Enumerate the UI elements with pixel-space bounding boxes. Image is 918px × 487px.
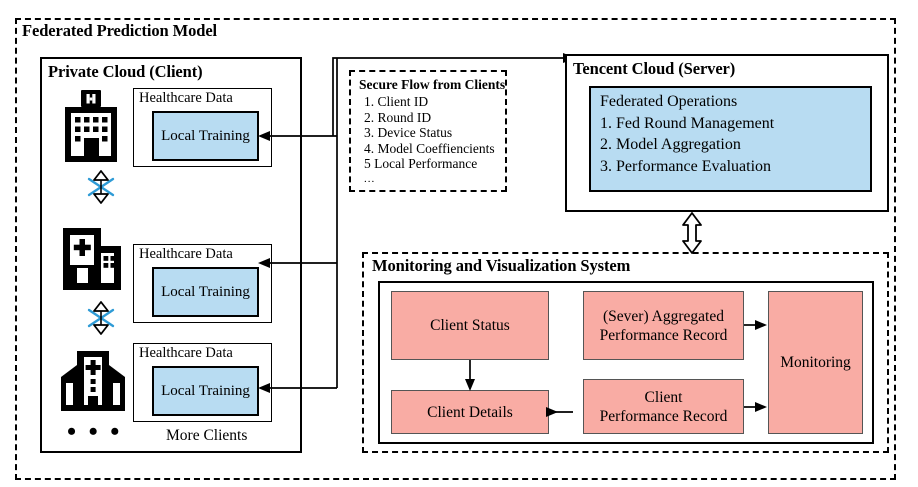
- local-training-box-3: Local Training: [152, 366, 259, 416]
- monitoring-system-title: Monitoring and Visualization System: [372, 256, 631, 275]
- secure-flow-item-4: 4. Model Coeffiencients: [364, 140, 495, 156]
- hospital-building-cross-l-shape-icon: [57, 226, 127, 292]
- bidirectional-secure-link-icon-1: [82, 168, 120, 206]
- federated-operation-1: 1. Fed Round Management: [600, 114, 775, 132]
- healthcare-data-label-1: Healthcare Data: [139, 90, 233, 106]
- block-server-aggregated-performance-record[interactable]: (Sever) Aggregated Performance Record: [583, 291, 744, 360]
- more-clients-label: More Clients: [166, 427, 248, 444]
- block-label: Client Performance Record: [599, 388, 728, 425]
- block-client-status[interactable]: Client Status: [391, 291, 549, 360]
- federated-operation-2: 2. Model Aggregation: [600, 136, 741, 153]
- secure-flow-item-2: 2. Round ID: [364, 109, 432, 125]
- local-training-box-2: Local Training: [152, 267, 259, 317]
- hospital-building-h-sign-icon: [59, 90, 123, 162]
- monitoring-system-container: [362, 252, 889, 453]
- secure-flow-item-3: 3. Device Status: [364, 125, 453, 140]
- federated-operations-box: Federated Operations 1. Fed Round Manage…: [589, 86, 872, 192]
- secure-flow-title: Secure Flow from Clients: [359, 77, 506, 92]
- federated-prediction-model-container: [15, 18, 896, 480]
- secure-flow-ellipsis: ...: [364, 172, 376, 185]
- secure-flow-box: Secure Flow from Clients 1. Client ID 2.…: [349, 70, 507, 192]
- healthcare-data-label-3: Healthcare Data: [139, 345, 233, 361]
- tencent-cloud-title: Tencent Cloud (Server): [573, 59, 736, 78]
- block-client-details[interactable]: Client Details: [391, 390, 549, 434]
- federated-operations-heading: Federated Operations: [600, 93, 738, 110]
- block-monitoring[interactable]: Monitoring: [768, 291, 863, 434]
- secure-flow-item-1: 1. Client ID: [364, 94, 429, 109]
- block-label: (Sever) Aggregated Performance Record: [599, 307, 728, 344]
- page-title: Federated Prediction Model: [22, 21, 218, 40]
- hospital-tower-cross-icon: [57, 343, 129, 415]
- secure-flow-item-5: 5 Local Performance: [364, 156, 478, 171]
- federated-operation-3: 3. Performance Evaluation: [600, 157, 772, 175]
- bidirectional-secure-link-icon-2: [82, 299, 120, 337]
- local-training-box-1: Local Training: [152, 111, 259, 161]
- healthcare-data-label-2: Healthcare Data: [139, 246, 233, 262]
- block-client-performance-record[interactable]: Client Performance Record: [583, 379, 744, 434]
- private-cloud-title: Private Cloud (Client): [48, 62, 203, 81]
